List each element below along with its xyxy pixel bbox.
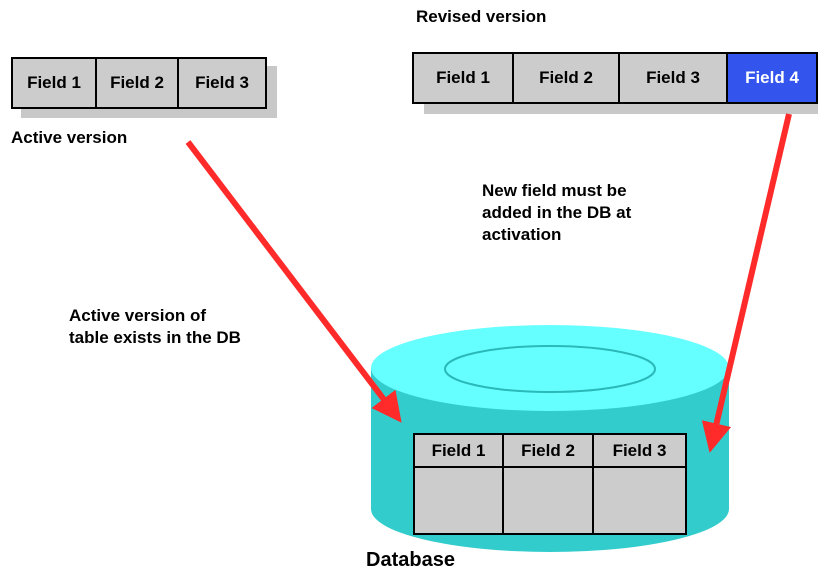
database-label: Database	[366, 549, 455, 571]
new-field-annotation-line-1: New field must be	[482, 181, 627, 200]
new-field-annotation: New field must be added in the DB at act…	[482, 180, 631, 246]
active-field-1: Field 1	[13, 59, 97, 107]
new-field-annotation-line-2: added in the DB at	[482, 203, 632, 222]
db-field-3: Field 3	[594, 435, 685, 468]
db-field-1: Field 1	[415, 435, 504, 468]
active-exists-annotation-line-2: table exists in the DB	[69, 328, 241, 347]
revised-field-1: Field 1	[414, 54, 514, 102]
active-exists-annotation: Active version of table exists in the DB	[69, 305, 241, 349]
cylinder-top-inner-ring	[444, 345, 656, 393]
new-field-annotation-line-3: activation	[482, 225, 562, 244]
active-version-table: Field 1 Field 2 Field 3	[11, 57, 267, 109]
db-empty-cell-2	[504, 468, 594, 533]
revised-field-2: Field 2	[514, 54, 620, 102]
revised-version-title: Revised version	[416, 7, 547, 26]
active-exists-annotation-line-1: Active version of	[69, 306, 206, 325]
database-table: Field 1 Field 2 Field 3	[413, 433, 687, 535]
db-field-2: Field 2	[504, 435, 594, 468]
arrow-active-to-database	[185, 140, 402, 423]
revised-field-3: Field 3	[620, 54, 728, 102]
revised-version-table: Field 1 Field 2 Field 3 Field 4	[412, 52, 818, 104]
active-field-3: Field 3	[195, 73, 249, 92]
revised-field-4-new: Field 4	[728, 54, 816, 102]
active-version-title: Active version	[11, 128, 128, 147]
arrow-revised-to-database	[701, 113, 792, 453]
active-field-2: Field 2	[97, 59, 179, 107]
cylinder-top	[371, 325, 729, 411]
db-empty-cell-1	[415, 468, 504, 533]
